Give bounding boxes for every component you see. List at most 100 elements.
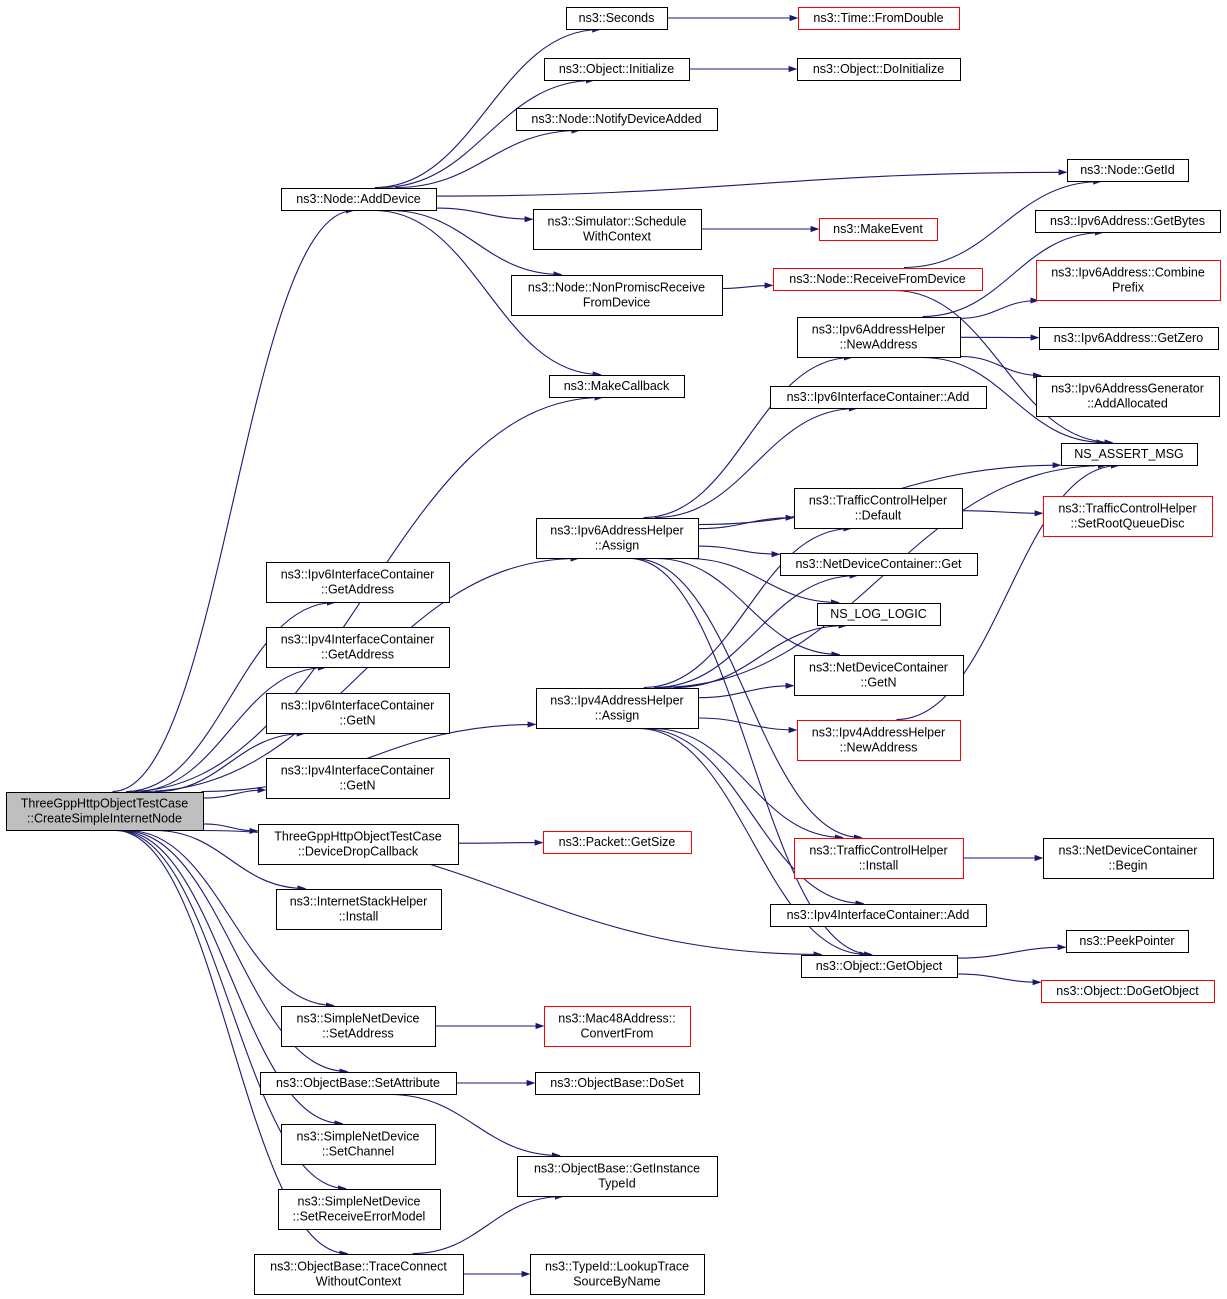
node-ipv4ifcgetn[interactable]: ns3::Ipv4InterfaceContainer::GetN [266, 758, 450, 799]
node-label: ns3::Mac48Address:: [558, 1012, 675, 1026]
node-label: ns3::SimpleNetDevice [298, 1195, 421, 1209]
node-label: ns3::Ipv6AddressGenerator [1051, 382, 1204, 396]
node-ipv6ifcgetn[interactable]: ns3::Ipv6InterfaceContainer::GetN [266, 693, 450, 734]
node-packetgetsize[interactable]: ns3::Packet::GetSize [543, 831, 692, 854]
node-initialize[interactable]: ns3::Object::Initialize [544, 58, 690, 81]
node-setrootqueuedisc[interactable]: ns3::TrafficControlHelper::SetRootQueueD… [1043, 496, 1213, 537]
node-ipv6newaddress[interactable]: ns3::Ipv6AddressHelper::NewAddress [797, 317, 961, 358]
node-box [773, 268, 983, 291]
edge-ipv6assign-to-ndcgetn [656, 557, 841, 658]
edge-ipv6newaddress-to-ipv6getbytes [922, 229, 1104, 318]
node-nsloglogic[interactable]: NS_LOG_LOGIC [817, 603, 941, 626]
node-devicedropcallback[interactable]: ThreeGppHttpObjectTestCase::DeviceDropCa… [258, 824, 459, 865]
node-label: ns3::ObjectBase::TraceConnect [270, 1260, 447, 1274]
edge-ipv6assign-to-tchinstall [633, 557, 863, 841]
node-receivefromdevice[interactable]: ns3::Node::ReceiveFromDevice [773, 268, 983, 291]
node-label: ::Begin [1109, 859, 1148, 873]
edge-ipv6assign-to-nsloglogic [687, 557, 840, 606]
node-dogetobject[interactable]: ns3::Object::DoGetObject [1041, 980, 1215, 1003]
node-ipv4ifcgetaddress[interactable]: ns3::Ipv4InterfaceContainer::GetAddress [266, 627, 450, 668]
node-ipv6assign[interactable]: ns3::Ipv6AddressHelper::Assign [536, 518, 699, 559]
edge-adddevice-to-getid [436, 169, 1068, 197]
node-notifydeviceadded[interactable]: ns3::Node::NotifyDeviceAdded [516, 108, 718, 131]
edge-ipv4assign-to-nsassertmsg [658, 462, 1107, 689]
node-getid[interactable]: ns3::Node::GetId [1067, 159, 1189, 182]
node-ipv6getzero[interactable]: ns3::Ipv6Address::GetZero [1039, 327, 1219, 350]
edge-ipv6assign-to-getobject [629, 557, 873, 958]
node-tchdefault[interactable]: ns3::TrafficControlHelper::Default [794, 488, 963, 529]
node-ipv4ifcadd[interactable]: ns3::Ipv4InterfaceContainer::Add [770, 904, 987, 927]
node-box [797, 720, 961, 761]
node-addallocated[interactable]: ns3::Ipv6AddressGenerator::AddAllocated [1036, 376, 1220, 417]
node-label: ns3::TrafficControlHelper [809, 494, 947, 508]
node-box [1043, 496, 1213, 537]
node-mac48convertfrom[interactable]: ns3::Mac48Address::ConvertFrom [544, 1006, 691, 1047]
node-ipv6getbytes[interactable]: ns3::Ipv6Address::GetBytes [1035, 210, 1221, 233]
node-nsassertmsg[interactable]: NS_ASSERT_MSG [1061, 443, 1198, 466]
node-box [770, 904, 987, 927]
node-ipv6ifcgetaddress[interactable]: ns3::Ipv6InterfaceContainer::GetAddress [266, 562, 450, 603]
node-box [517, 1156, 718, 1197]
node-label: ns3::MakeCallback [564, 379, 670, 393]
node-doinitialize[interactable]: ns3::Object::DoInitialize [797, 58, 961, 81]
edge-setattribute-to-getinstancetypeid [389, 1093, 561, 1159]
edge-tchdefault-to-setrootqueuedisc [962, 510, 1044, 517]
node-ipv4assign[interactable]: ns3::Ipv4AddressHelper::Assign [536, 688, 699, 729]
edge-ipv4assign-to-tchinstall [652, 727, 844, 841]
node-box [260, 1072, 457, 1095]
node-makecallback[interactable]: ns3::MakeCallback [549, 375, 685, 398]
node-box [281, 1124, 436, 1165]
node-label: ::GetAddress [321, 583, 394, 597]
node-label: TypeId [598, 1177, 636, 1191]
edge-root-to-traceconnect [115, 829, 349, 1257]
node-label: ns3::TypeId::LookupTrace [545, 1260, 689, 1274]
node-sndsetchannel[interactable]: ns3::SimpleNetDevice::SetChannel [281, 1124, 436, 1165]
edge-root-to-sndsetaddress [127, 829, 335, 1009]
node-label: ::GetAddress [321, 648, 394, 662]
node-adddevice[interactable]: ns3::Node::AddDevice [281, 188, 437, 211]
node-label: ::Assign [595, 709, 640, 723]
node-label: ns3::Ipv6InterfaceContainer [281, 568, 435, 582]
node-box [819, 218, 938, 241]
node-label: ns3::Node::NotifyDeviceAdded [531, 112, 701, 126]
edge-root-to-ishinstall [154, 829, 307, 892]
edge-adddevice-to-schedulewithcontext [436, 207, 534, 223]
edge-nonpromisc-to-receivefromdevice [722, 282, 774, 290]
node-box [6, 792, 204, 831]
node-ishinstall[interactable]: ns3::InternetStackHelper::Install [276, 889, 442, 930]
node-sndsetaddress[interactable]: ns3::SimpleNetDevice::SetAddress [281, 1006, 436, 1047]
edge-adddevice-to-makecallback [374, 209, 602, 378]
node-label: WithContext [583, 230, 652, 244]
edge-root-to-adddevice [112, 207, 355, 793]
node-box [797, 58, 961, 81]
node-ipv4newaddress[interactable]: ns3::Ipv4AddressHelper::NewAddress [797, 720, 961, 761]
node-label: ns3::Node::AddDevice [296, 192, 420, 206]
node-label: ns3::PeekPointer [1079, 934, 1174, 948]
node-label: ns3::Ipv4InterfaceContainer [281, 633, 435, 647]
node-ndcget[interactable]: ns3::NetDeviceContainer::Get [780, 553, 978, 576]
edge-root-to-ipv4ifcgetn [203, 786, 267, 799]
edge-adddevice-to-seconds [374, 26, 601, 189]
node-doset[interactable]: ns3::ObjectBase::DoSet [535, 1072, 700, 1095]
node-label: ThreeGppHttpObjectTestCase [21, 797, 188, 811]
node-label: ns3::ObjectBase::SetAttribute [276, 1076, 440, 1090]
node-label: ::SetAddress [322, 1027, 394, 1041]
node-makeevent[interactable]: ns3::MakeEvent [819, 218, 938, 241]
node-ndcgetn[interactable]: ns3::NetDeviceContainer::GetN [794, 655, 964, 696]
node-box [533, 209, 702, 250]
node-peekpointer[interactable]: ns3::PeekPointer [1066, 930, 1189, 953]
node-getobject[interactable]: ns3::Object::GetObject [801, 955, 958, 978]
node-sndsetreceiveerrormodel[interactable]: ns3::SimpleNetDevice::SetReceiveErrorMod… [278, 1189, 441, 1230]
node-seconds[interactable]: ns3::Seconds [566, 7, 668, 30]
node-setattribute[interactable]: ns3::ObjectBase::SetAttribute [260, 1072, 457, 1095]
node-ipv6ifcadd[interactable]: ns3::Ipv6InterfaceContainer::Add [770, 386, 987, 409]
node-fromdouble[interactable]: ns3::Time::FromDouble [798, 7, 960, 30]
node-tchinstall[interactable]: ns3::TrafficControlHelper::Install [794, 838, 964, 879]
node-traceconnect[interactable]: ns3::ObjectBase::TraceConnectWithoutCont… [254, 1254, 464, 1295]
node-ndcbegin[interactable]: ns3::NetDeviceContainer::Begin [1043, 838, 1214, 879]
